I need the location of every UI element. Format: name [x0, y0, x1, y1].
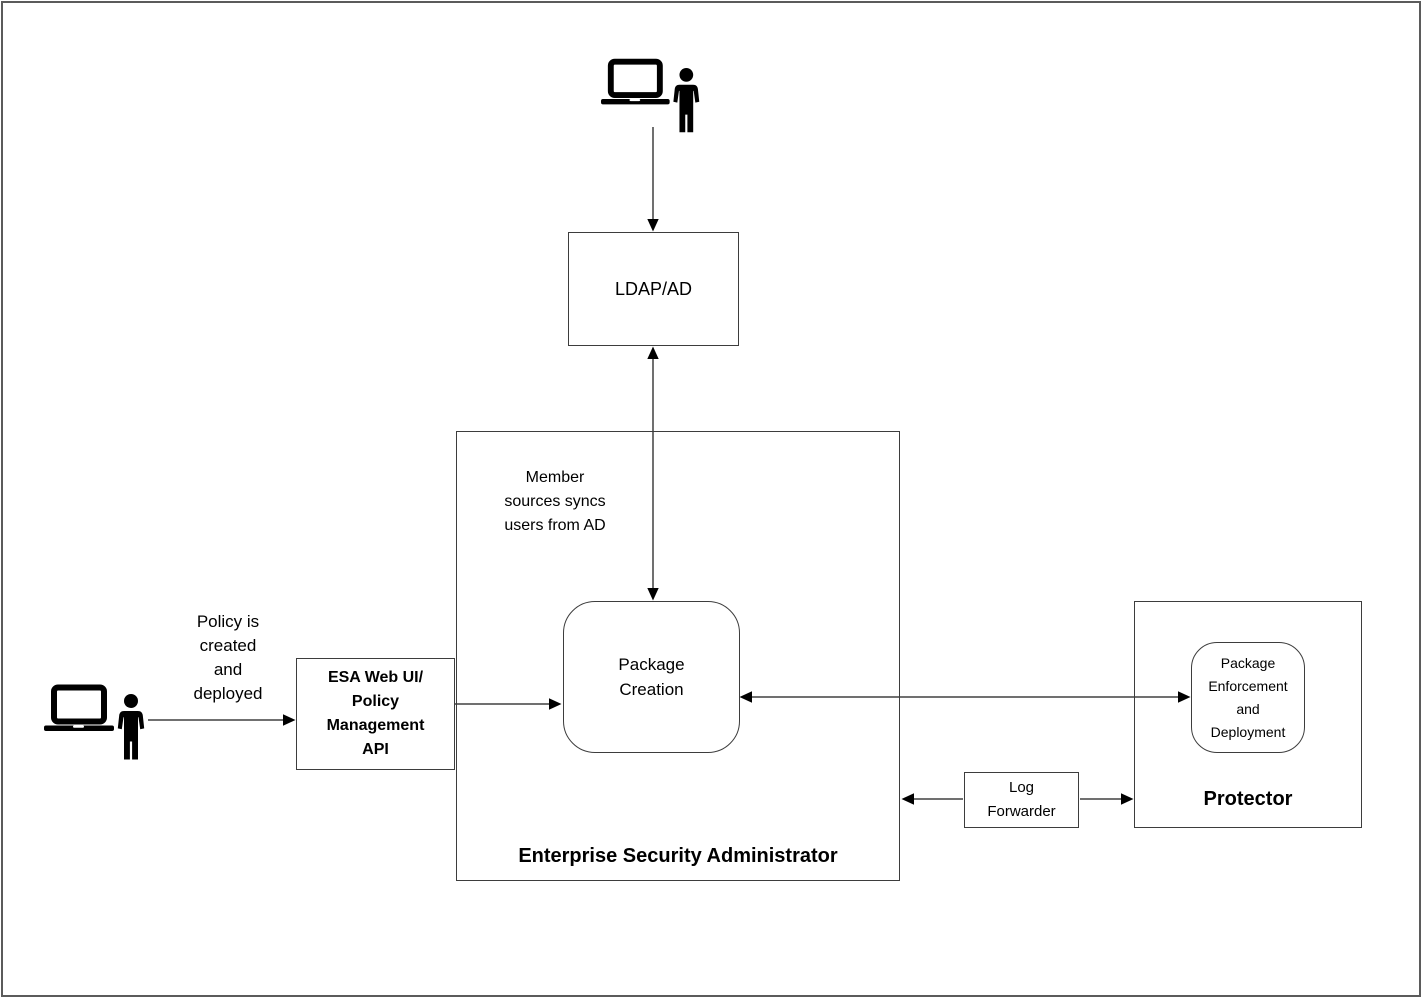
arrow-esa-webui-to-package-creation	[452, 698, 562, 710]
arrow-admin-to-ldap	[647, 127, 659, 232]
node-protector: Protector	[1134, 601, 1362, 828]
node-esa-web-ui-label: Policy	[351, 693, 400, 710]
node-esa-web-ui-policy-management-api: ESA Web UI/ Policy Management API	[296, 658, 455, 770]
arrow-log-forwarder-to-protector	[1080, 793, 1134, 805]
laptop-person-icon	[44, 684, 145, 760]
node-log-forwarder: Log Forwarder	[964, 772, 1079, 828]
arrow-admin-to-esa-webui	[148, 714, 296, 726]
annotation-policy-created-line: and	[213, 660, 243, 679]
node-enterprise-security-administrator-label: Enterprise Security Administrator	[518, 845, 838, 867]
node-esa-web-ui-label: API	[362, 741, 389, 758]
arrow-package-creation-package-enforcement	[739, 691, 1191, 703]
node-package-creation-label: Package	[618, 655, 685, 674]
node-ldap-ad-label: LDAP/AD	[614, 278, 693, 299]
arrow-log-forwarder-to-esa	[901, 793, 963, 805]
admin-user-top	[601, 58, 703, 134]
annotation-member-sync-line: sources syncs	[504, 493, 606, 510]
node-package-enforcement-label: Package	[1220, 654, 1276, 671]
node-package-enforcement-deployment: Package Enforcement and Deployment	[1191, 642, 1305, 753]
laptop-person-icon	[601, 58, 700, 133]
arrow-ldap-package-creation	[647, 346, 659, 601]
node-log-forwarder-label: Forwarder	[987, 803, 1056, 820]
node-package-enforcement-label: Deployment	[1210, 723, 1286, 740]
annotation-member-sync-line: users from AD	[504, 517, 606, 534]
node-ldap-ad: LDAP/AD	[568, 232, 739, 346]
node-package-creation-label: Creation	[619, 680, 684, 699]
annotation-policy-created-line: Policy is	[196, 612, 260, 631]
node-package-creation: Package Creation	[563, 601, 740, 753]
annotation-policy-created-line: created	[199, 636, 257, 655]
node-esa-web-ui-label: Management	[326, 717, 425, 734]
annotation-member-sync-line: Member	[525, 469, 585, 486]
annotation-policy-created: Policy is created and deployed	[153, 610, 303, 706]
node-enterprise-security-administrator: Enterprise Security Administrator	[456, 431, 900, 881]
node-package-enforcement-label: and	[1236, 700, 1260, 717]
node-package-enforcement-label: Enforcement	[1208, 677, 1288, 694]
node-protector-label: Protector	[1203, 788, 1293, 810]
annotation-policy-created-line: deployed	[193, 684, 263, 703]
node-esa-web-ui-label: ESA Web UI/	[327, 669, 424, 686]
node-log-forwarder-label: Log	[1008, 779, 1035, 796]
admin-user-left	[44, 684, 148, 761]
annotation-member-sync: Member sources syncs users from AD	[465, 466, 645, 538]
